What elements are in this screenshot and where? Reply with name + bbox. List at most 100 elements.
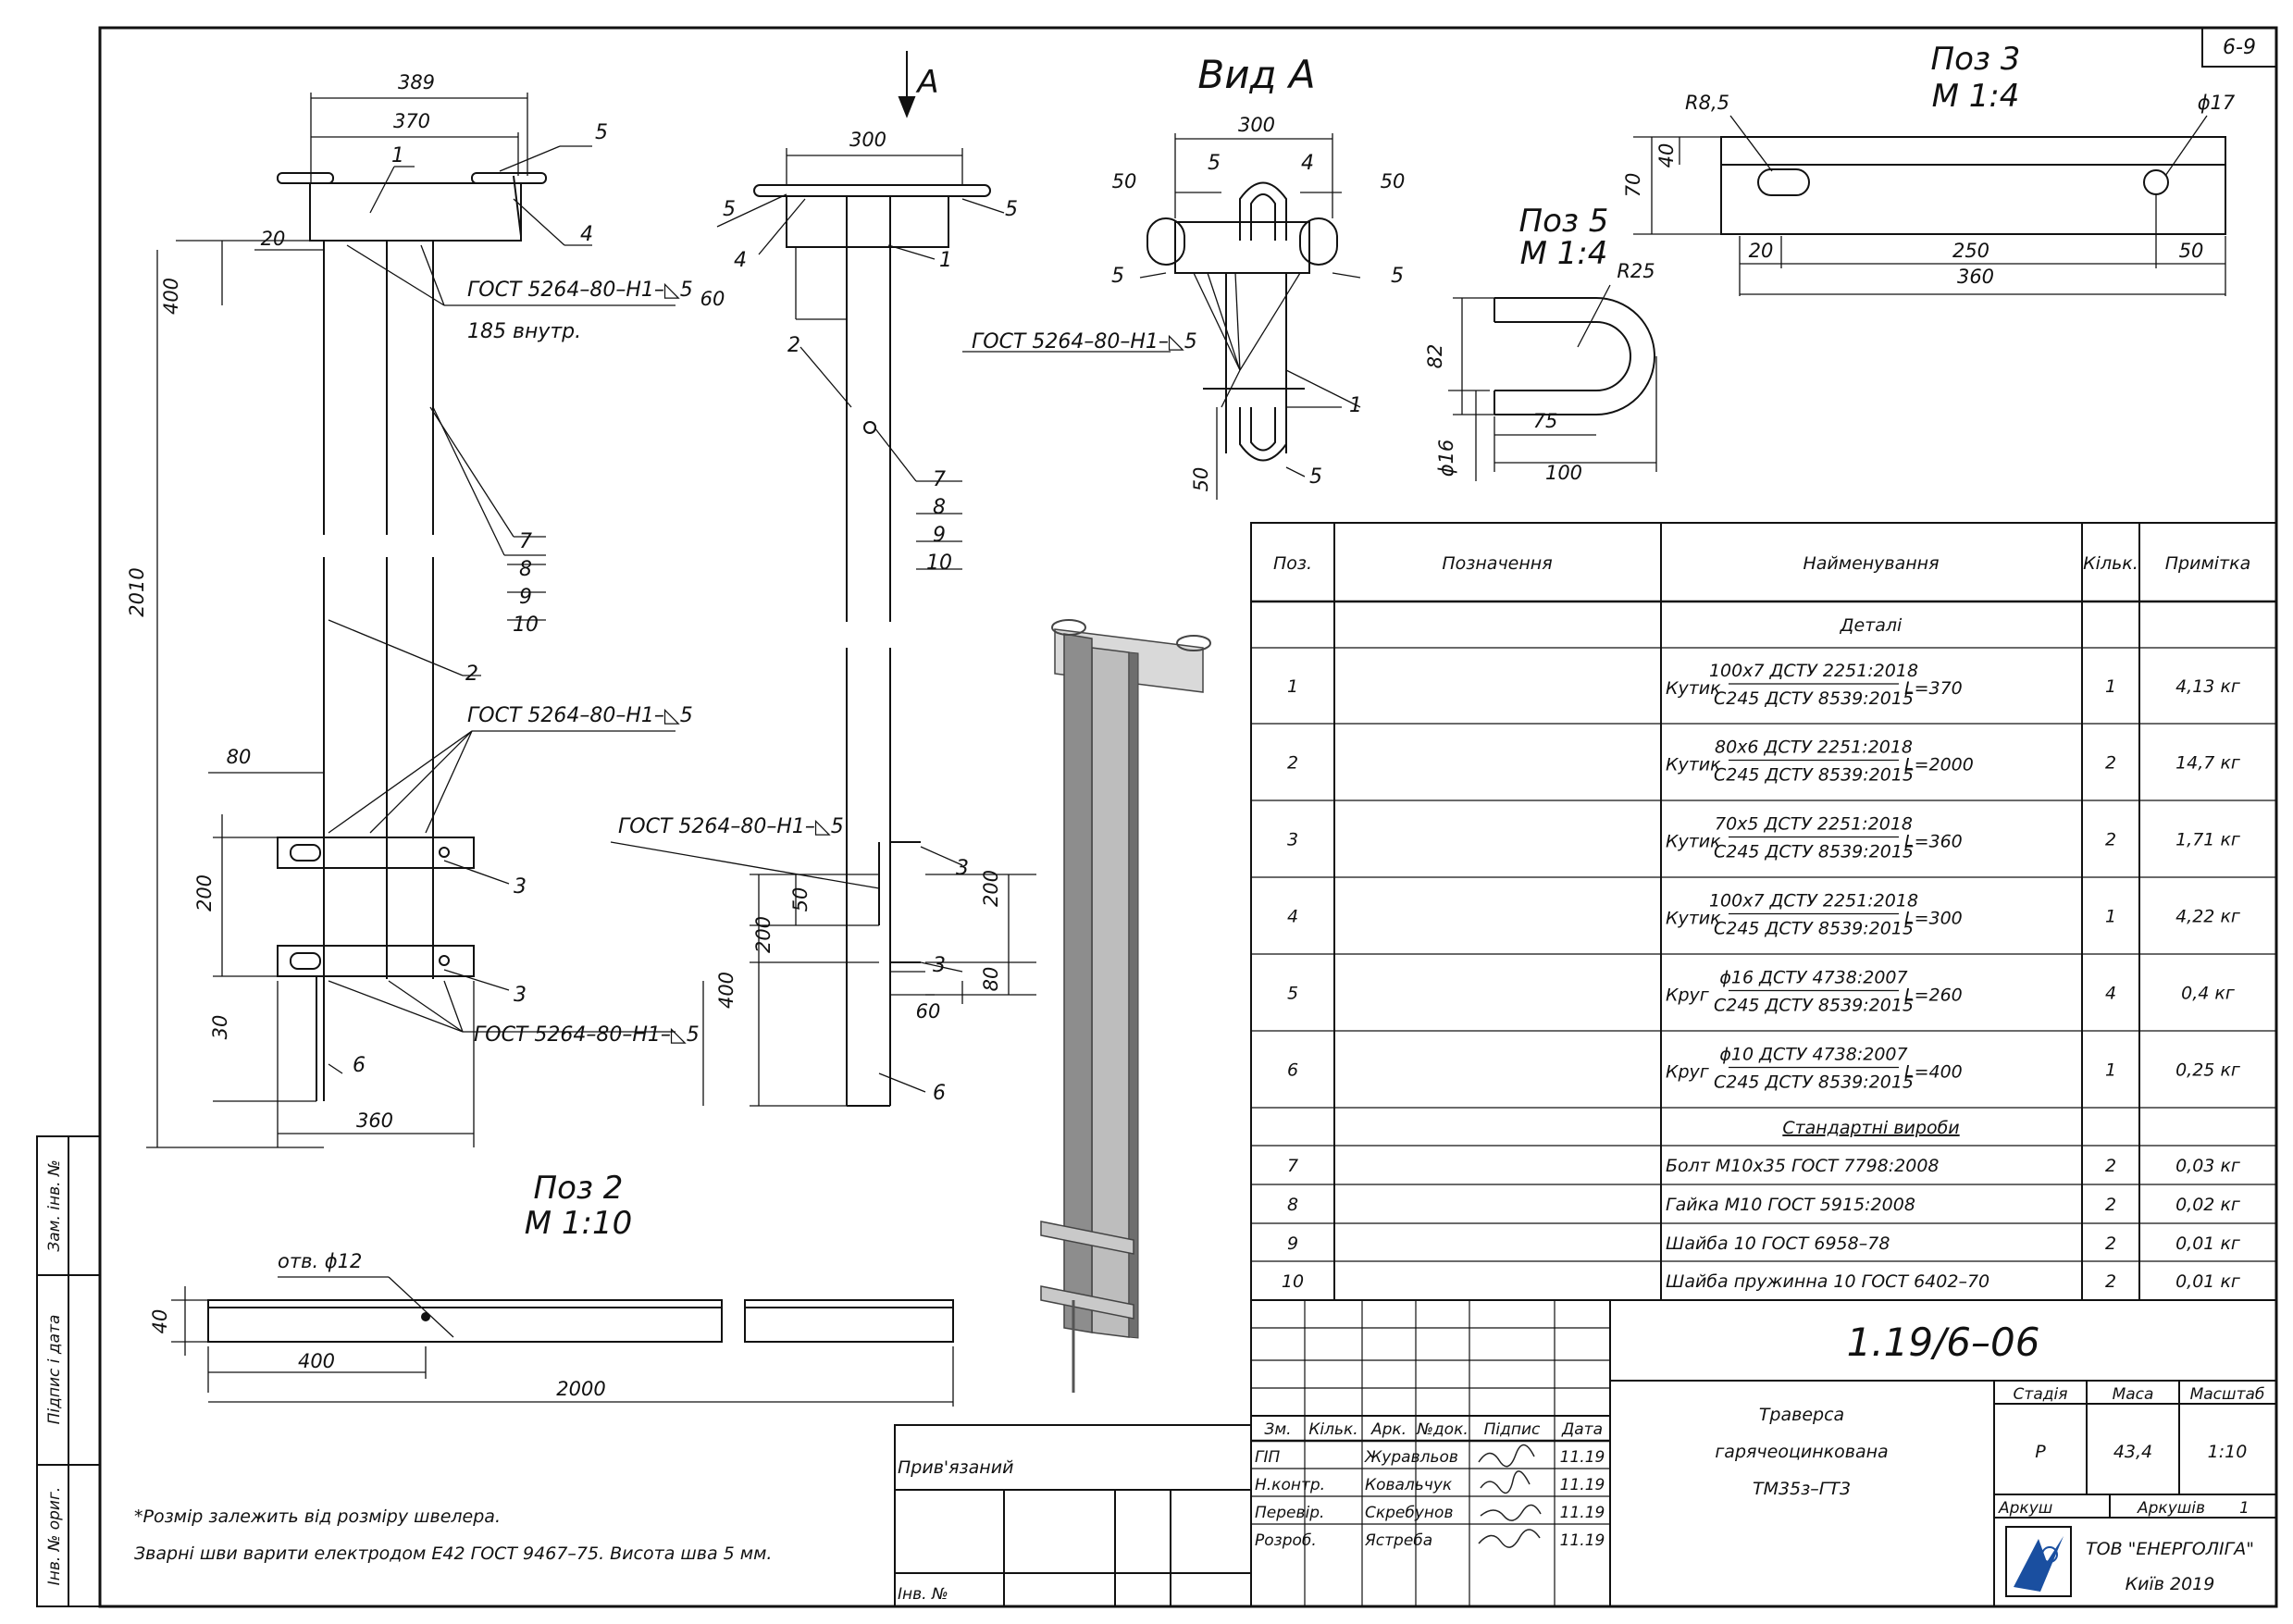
bom-std-name: Шайба 10 ГОСТ 6958–78 — [1666, 1233, 1890, 1254]
bom-row-profile: 100х7 ДСТУ 2251:2018 — [1709, 891, 1918, 911]
left-bolt-7: 7 — [519, 530, 532, 553]
bom-header-pos: Поз. — [1273, 553, 1312, 574]
pos3-d50: 50 — [2179, 240, 2204, 262]
tb-header-ndok: №док. — [1416, 1420, 1469, 1439]
staff-name-rozrob: Ястреба — [1364, 1531, 1432, 1550]
pos5-title: Поз 5 — [1519, 203, 1609, 240]
product-name-2: гарячеоцинкована — [1715, 1442, 1888, 1462]
left-pos-5: 5 — [595, 121, 608, 144]
staff-role-gip: ГІП — [1255, 1448, 1280, 1467]
pos3-r85: R8,5 — [1685, 92, 1729, 114]
bom-row-length: L=300 — [1904, 909, 1963, 929]
staff-name-gip: Журавльов — [1364, 1448, 1458, 1467]
bom-std-pos: 10 — [1282, 1271, 1304, 1292]
bom-std-name: Гайка М10 ГОСТ 5915:2008 — [1666, 1195, 1915, 1215]
view-a-title: Вид А — [1197, 52, 1315, 97]
bom-std-pos: 9 — [1287, 1233, 1298, 1254]
staff-date-rozrob: 11.19 — [1560, 1531, 1605, 1550]
mid-weld: ГОСТ 5264–80–Н1–◺5 — [618, 815, 844, 838]
pos2-d2000: 2000 — [556, 1378, 605, 1400]
bom-row-profile: 80х6 ДСТУ 2251:2018 — [1715, 738, 1913, 758]
view-a-pos-4: 4 — [1301, 152, 1314, 175]
tb-header-kilk: Кільк. — [1308, 1420, 1357, 1439]
side-stamp-labels: Зам. інв. № Підпис і дата Інв. № ориг. — [45, 1159, 64, 1585]
mid-pos-5a: 5 — [723, 198, 736, 221]
left-weld-1-note: 185 внутр. — [467, 320, 581, 343]
staff-date-perevir: 11.19 — [1560, 1504, 1605, 1522]
bom-row-profile: 70х5 ДСТУ 2251:2018 — [1715, 814, 1913, 835]
note-line-1: *Розмір залежить від розміру швелера. — [134, 1506, 501, 1527]
left-dim-389: 389 — [398, 71, 435, 93]
left-dim-370: 370 — [393, 110, 430, 132]
mid-dim-60: 60 — [700, 288, 725, 310]
bom-row-steel: С245 ДСТУ 8539:2015 — [1714, 996, 1914, 1016]
bom-row-pos: 1 — [1287, 676, 1298, 697]
bom-row-length: L=360 — [1904, 832, 1963, 852]
bom-std-mass: 0,01 кг — [2175, 1271, 2241, 1292]
bom-row-steel: С245 ДСТУ 8539:2015 — [1714, 842, 1914, 862]
mid-dim-50: 50 — [789, 887, 812, 912]
mid-pos-5b: 5 — [1005, 198, 1018, 221]
mid-bolt-9: 9 — [933, 524, 946, 547]
left-weld-2: ГОСТ 5264–80–Н1–◺5 — [467, 704, 693, 727]
bom-row-kind: Кутик — [1666, 755, 1721, 775]
company-city-year: Київ 2019 — [2126, 1574, 2215, 1594]
mass-value: 43,4 — [2113, 1442, 2152, 1462]
scale-label: Масштаб — [2190, 1385, 2265, 1404]
pos2-title: Поз 2 — [534, 1170, 624, 1207]
tb-header-pidpys: Підпис — [1484, 1420, 1541, 1439]
pos3-d70: 70 — [1622, 173, 1644, 198]
bom-row-kind: Круг — [1666, 1062, 1710, 1083]
staff-date-nkontr: 11.19 — [1560, 1476, 1605, 1494]
bom-row-steel: С245 ДСТУ 8539:2015 — [1714, 1072, 1914, 1093]
pos5-d16: ϕ16 — [1435, 440, 1457, 477]
pos3-d360: 360 — [1957, 266, 1994, 288]
view-a-dim-300: 300 — [1238, 114, 1275, 136]
left-weld-1: ГОСТ 5264–80–Н1–◺5 — [467, 279, 693, 302]
sheets-label: Аркушів — [2137, 1499, 2205, 1518]
pos2-d40: 40 — [149, 1309, 171, 1334]
mass-label: Маса — [2113, 1385, 2154, 1404]
tb-header-data: Дата — [1561, 1420, 1603, 1439]
bom-header-note: Примітка — [2165, 553, 2251, 574]
product-name-1: Траверса — [1759, 1405, 1844, 1425]
left-dim-20: 20 — [261, 228, 286, 250]
pos2-scale: М 1:10 — [525, 1205, 633, 1242]
pos5-r25: R25 — [1617, 260, 1655, 282]
bom-row-length: L=2000 — [1904, 755, 1974, 775]
product-name-3: ТМ35з–ГТ3 — [1753, 1479, 1851, 1499]
tb-header-zm: Зм. — [1264, 1420, 1291, 1439]
bom-row-profile: ϕ16 ДСТУ 4738:2007 — [1719, 968, 1907, 988]
inv-no-label: Інв. № — [898, 1585, 948, 1604]
left-bolt-9: 9 — [519, 586, 532, 609]
staff-name-perevir: Скребунов — [1365, 1504, 1453, 1522]
mid-bolt-7: 7 — [933, 468, 946, 491]
sheet-frame — [100, 28, 2276, 1606]
left-dim-2010: 2010 — [126, 567, 148, 616]
bom-std-qty: 2 — [2105, 1271, 2116, 1292]
bom-std-mass: 0,03 кг — [2175, 1156, 2241, 1176]
mid-dim-200a: 200 — [752, 916, 775, 953]
bom-row-qty: 1 — [2105, 907, 2116, 927]
pos3-d40: 40 — [1655, 143, 1678, 168]
pos3-title: Поз 3 — [1931, 41, 2021, 78]
view-a-pos-5d: 5 — [1309, 465, 1322, 489]
bom-row-length: L=370 — [1904, 678, 1963, 699]
pos3-d250: 250 — [1952, 240, 1989, 262]
bom-std-mass: 0,01 кг — [2175, 1233, 2241, 1254]
bom-row-kind: Кутик — [1666, 909, 1721, 929]
title-block: 1.19/6–06 Зм. Кільк. Арк. №док. Підпис Д… — [895, 1300, 2276, 1606]
bom-row-kind: Кутик — [1666, 678, 1721, 699]
pos3-detail: Поз 3 М 1:4 R8,5 ϕ17 70 40 20 250 50 — [1622, 41, 2236, 296]
bom-row-qty: 2 — [2105, 753, 2116, 774]
staff-date-gip: 11.19 — [1560, 1448, 1605, 1467]
mid-dim-80: 80 — [980, 967, 1002, 992]
side-stamp-zam-inv: Зам. інв. № — [45, 1159, 64, 1251]
staff-role-perevir: Перевір. — [1255, 1504, 1324, 1522]
bom-row-qty: 4 — [2105, 984, 2116, 1004]
view-a-pos-5b: 5 — [1111, 265, 1124, 288]
bom-row-pos: 6 — [1287, 1060, 1298, 1081]
left-dim-360: 360 — [356, 1110, 393, 1132]
left-weld-3: ГОСТ 5264–80–Н1–◺5 — [474, 1023, 700, 1047]
